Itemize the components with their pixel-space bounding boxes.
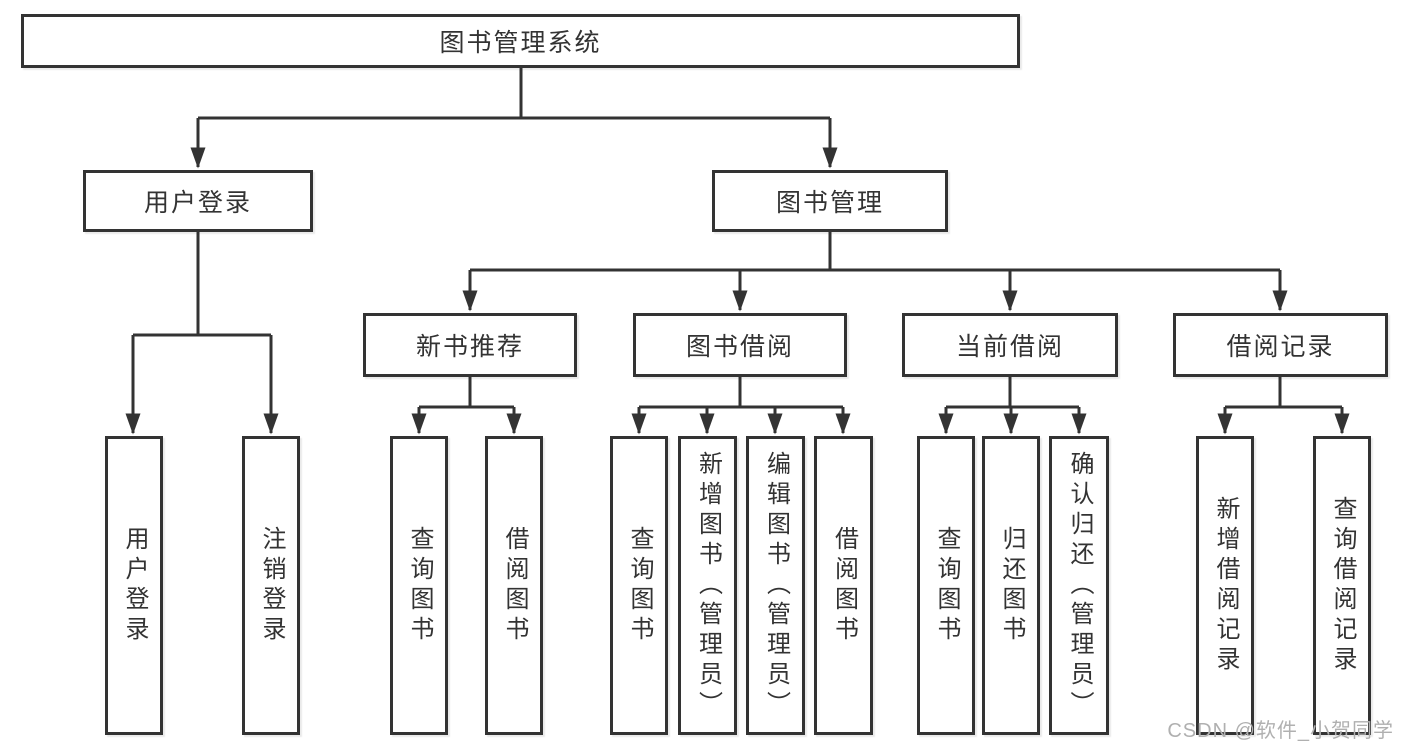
node-user-login-label: 用户登录 — [143, 189, 252, 217]
node-borrow-records: 借阅记录 — [1173, 313, 1388, 377]
node-root-system: 图书管理系统 — [21, 14, 1020, 68]
leaf-newbook-query-books-label: 查询图书 — [406, 525, 433, 646]
node-user-login: 用户登录 — [83, 170, 313, 232]
leaf-current-query-books-label: 查询图书 — [933, 525, 960, 646]
leaf-query-borrow-record: 查询借阅记录 — [1313, 436, 1371, 735]
leaf-borrow-query-books: 查询图书 — [610, 436, 668, 735]
leaf-user-login-label: 用户登录 — [121, 525, 148, 646]
node-book-management-label: 图书管理 — [775, 189, 884, 217]
leaf-logout: 注销登录 — [242, 436, 300, 735]
leaf-edit-book-admin-label: 编辑图书（管理员） — [762, 450, 790, 721]
leaf-return-books-label: 归还图书 — [998, 525, 1025, 646]
leaf-newbook-borrow-books-label: 借阅图书 — [501, 525, 528, 646]
leaf-add-book-admin-label: 新增图书（管理员） — [694, 450, 722, 721]
node-borrow-records-label: 借阅记录 — [1226, 333, 1335, 361]
leaf-confirm-return-admin-label: 确认归还（管理员） — [1066, 450, 1093, 721]
leaf-newbook-borrow-books: 借阅图书 — [485, 436, 543, 735]
leaf-add-book-admin: 新增图书（管理员） — [678, 436, 737, 735]
leaf-borrow-query-books-label: 查询图书 — [626, 525, 653, 646]
node-current-borrow-label: 当前借阅 — [955, 333, 1064, 361]
node-root-label: 图书管理系统 — [439, 29, 602, 57]
leaf-borrow-books-label: 借阅图书 — [830, 525, 858, 646]
leaf-newbook-query-books: 查询图书 — [390, 436, 448, 735]
leaf-logout-label: 注销登录 — [258, 525, 285, 646]
leaf-add-borrow-record-label: 新增借阅记录 — [1212, 495, 1239, 676]
leaf-query-borrow-record-label: 查询借阅记录 — [1329, 495, 1356, 676]
node-book-management: 图书管理 — [712, 170, 948, 232]
leaf-edit-book-admin: 编辑图书（管理员） — [746, 436, 805, 735]
node-new-book-label: 新书推荐 — [415, 333, 524, 361]
node-book-borrow-label: 图书借阅 — [685, 333, 794, 361]
leaf-borrow-books: 借阅图书 — [814, 436, 873, 735]
leaf-user-login: 用户登录 — [105, 436, 163, 735]
leaf-add-borrow-record: 新增借阅记录 — [1196, 436, 1254, 735]
csdn-watermark: CSDN @软件_小贺同学 — [1167, 720, 1394, 742]
node-book-borrow: 图书借阅 — [633, 313, 847, 377]
leaf-confirm-return-admin: 确认归还（管理员） — [1049, 436, 1109, 735]
leaf-current-query-books: 查询图书 — [917, 436, 975, 735]
leaf-return-books: 归还图书 — [982, 436, 1040, 735]
node-current-borrow: 当前借阅 — [902, 313, 1118, 377]
node-new-book-recommend: 新书推荐 — [363, 313, 577, 377]
